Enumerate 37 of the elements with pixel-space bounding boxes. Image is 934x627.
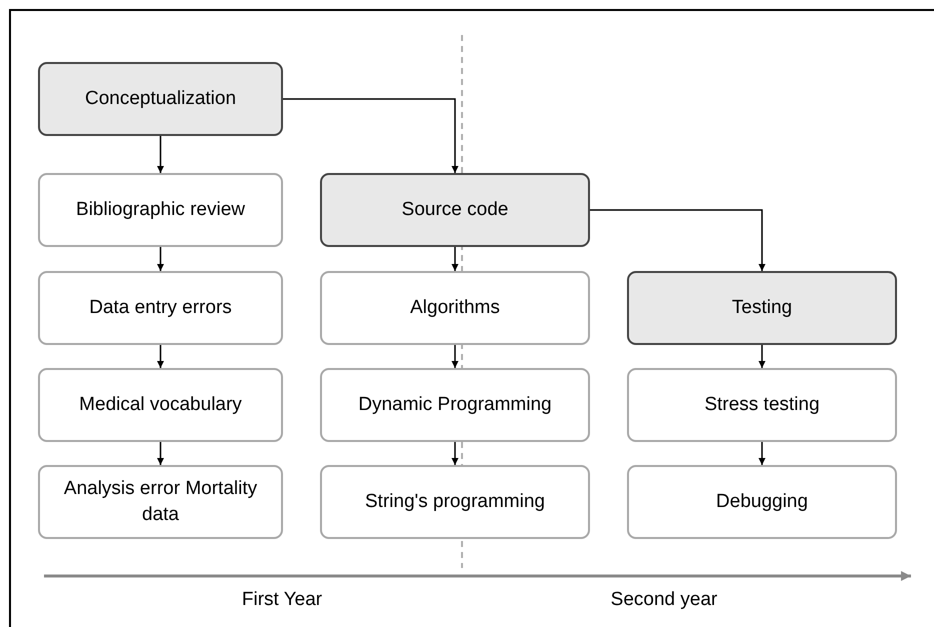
box-label: Dynamic Programming — [358, 393, 552, 417]
box-label: String's programming — [365, 490, 545, 514]
task-box — [38, 173, 283, 247]
arrow — [283, 98, 458, 173]
task-box — [627, 368, 897, 442]
arrow — [758, 442, 766, 465]
phase-box — [38, 62, 283, 136]
box-label: Stress testing — [704, 393, 820, 417]
arrow — [157, 345, 164, 368]
box-label: Analysis error Mortality data — [62, 477, 258, 527]
phase-box — [627, 271, 897, 345]
year-label: Second year — [610, 588, 718, 612]
year-label: First Year — [242, 588, 322, 612]
arrow — [157, 247, 164, 271]
box-label: Conceptualization — [84, 87, 236, 111]
task-box — [38, 465, 283, 539]
phase-box — [320, 173, 590, 247]
arrow — [157, 442, 164, 465]
box-label: Medical vocabulary — [79, 393, 242, 417]
task-box — [38, 271, 283, 345]
arrow — [452, 247, 458, 271]
box-label: Data entry errors — [89, 296, 232, 320]
box-label: Source code — [402, 198, 508, 222]
task-box — [320, 368, 590, 442]
arrow — [452, 345, 458, 368]
arrow — [758, 345, 766, 368]
box-label: Algorithms — [410, 296, 500, 320]
task-box — [320, 271, 590, 345]
task-box — [38, 368, 283, 442]
box-label: Debugging — [716, 490, 808, 514]
task-box — [320, 465, 590, 539]
arrow — [452, 442, 458, 465]
task-box — [627, 465, 897, 539]
arrow — [157, 136, 164, 173]
box-label: Testing — [732, 296, 792, 320]
arrow — [590, 209, 766, 271]
box-label: Bibliographic review — [76, 198, 245, 222]
